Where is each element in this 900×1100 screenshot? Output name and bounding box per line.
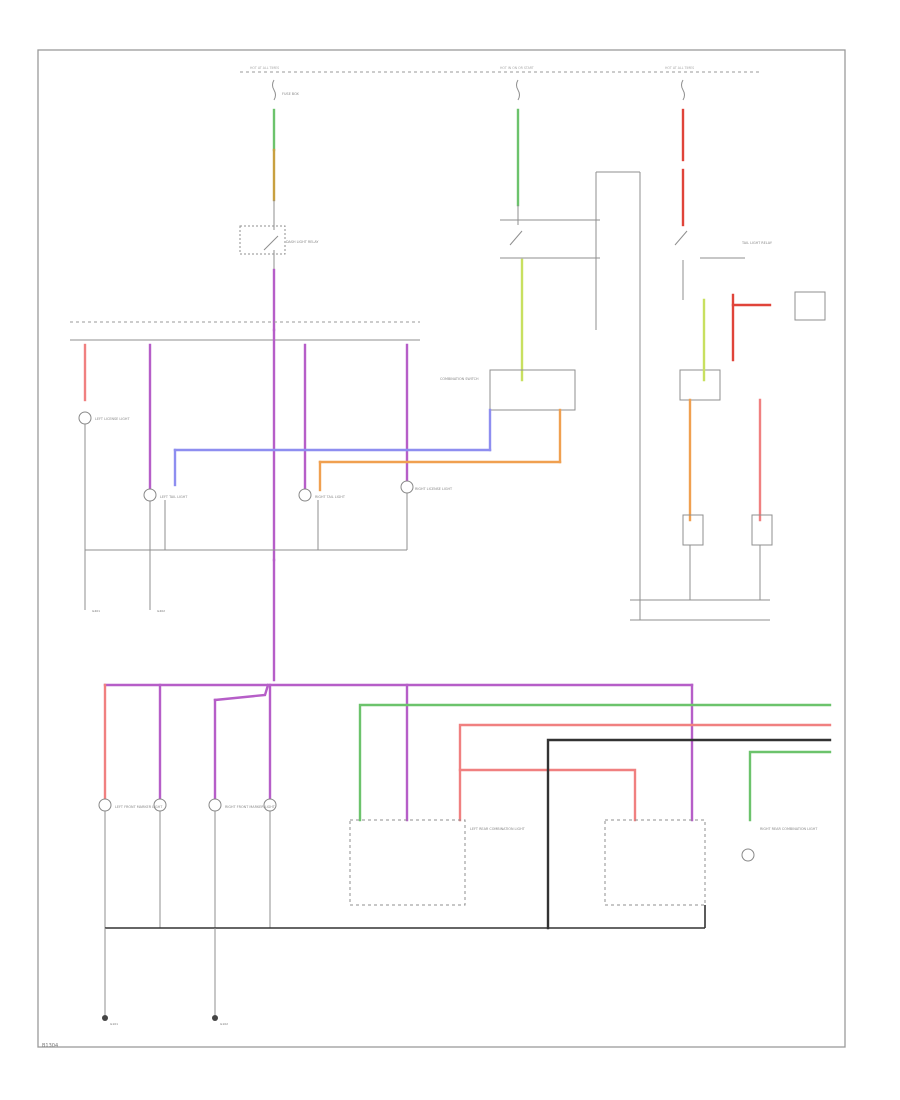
ground-label-2: G102 (220, 1022, 228, 1026)
label-left-rear-combination: LEFT REAR COMBINATION LIGHT (470, 827, 526, 831)
label-left-license: LEFT LICENSE LIGHT (95, 417, 130, 421)
diagram-code: B1304 (42, 1043, 59, 1049)
label-combination-switch: COMBINATION SWITCH (440, 377, 479, 381)
label-right-license: RIGHT LICENSE LIGHT (415, 487, 453, 491)
fuse-branch-left (239, 79, 286, 332)
lower-lamp-group (98, 683, 694, 928)
ground-label-1: G101 (110, 1022, 118, 1026)
label-left-tail: LEFT TAIL LIGHT (160, 495, 188, 499)
label-right-rear-combination: RIGHT REAR COMBINATION LIGHT (760, 827, 818, 831)
label-right-front-marker: RIGHT FRONT MARKER LIGHT (225, 805, 276, 809)
ground-symbol-1 (102, 1015, 108, 1021)
upper-lamp-group (78, 328, 562, 610)
label-left-front-marker: LEFT FRONT MARKER LIGHT (115, 805, 163, 809)
rear-combination-wiring (349, 703, 832, 930)
fuse-block-label-1: HOT AT ALL TIMES (250, 66, 279, 70)
label-tail-relay: TAIL LIGHT RELAY (741, 241, 773, 245)
fuse-branch-right (630, 79, 826, 621)
ground-symbol-2 (212, 1015, 218, 1021)
label-fuse-box: FUSE BOX (282, 92, 300, 96)
ground-label-3: G401 (92, 609, 100, 613)
ground-label-4: G402 (157, 609, 165, 613)
fuse-branch-middle (489, 79, 641, 620)
fuse-block-label-2: HOT IN ON OR START (500, 66, 534, 70)
diagram-frame (37, 49, 846, 1048)
label-dash-relay: DASH LIGHT RELAY (286, 240, 319, 244)
label-right-tail: RIGHT TAIL LIGHT (315, 495, 346, 499)
fuse-block-label-3: HOT AT ALL TIMES (665, 66, 694, 70)
